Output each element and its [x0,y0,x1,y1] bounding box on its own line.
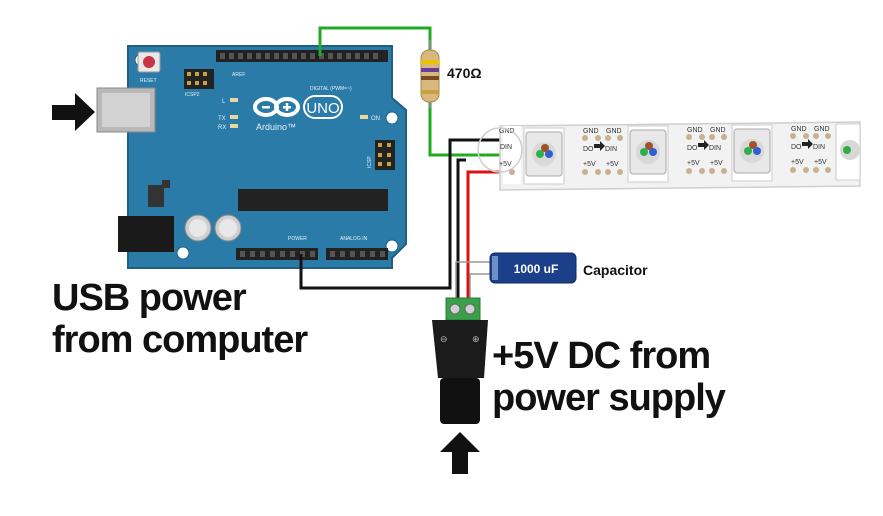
strip-din-label: DIN [709,145,721,152]
black-ground-wire-supply [456,158,466,300]
resistor-label: 470Ω [447,65,482,81]
svg-text:⊖: ⊖ [440,334,448,344]
digital-label: DIGITAL (PWM=~) [310,86,352,92]
strip-gnd-label: GND [687,127,703,134]
strip-do-label: DO [583,146,594,153]
led-strip: GND DIN +5V GND GND DO DIN +5V +5V GND G… [477,121,861,191]
black-ground-wire-arduino [299,138,503,290]
strip-gnd-label: GND [791,126,807,133]
strip-5v-label: +5V [814,159,827,166]
supply-power-label: +5V DC from power supply [492,335,726,421]
power-label: POWER [288,236,307,242]
supply-arrow-icon [440,432,480,474]
red-power-wire [466,170,505,300]
supply-label-line2: power supply [492,377,726,419]
led-pixel [523,127,565,185]
led-pixel [627,125,669,183]
strip-din-label: DIN [605,146,617,153]
green-data-wire [318,26,503,157]
dc-barrel-jack [118,216,174,252]
arrow-right-icon [802,139,813,149]
strip-din-input: DIN [500,144,512,151]
usb-power-label: USB power from computer [52,277,308,363]
supply-label-line1: +5V DC from [492,335,711,377]
strip-gnd-label: GND [583,128,599,135]
uno-logo-text: UNO [306,100,339,117]
led-rx-label: RX [218,125,226,131]
strip-5v-label: +5V [583,161,596,168]
capacitor-label: Capacitor [583,262,648,278]
strip-5v-label: +5V [791,159,804,166]
led-tx-label: TX [218,116,226,122]
led-pixel [835,123,861,181]
arduino-logo: UNO Arduino™ [253,95,343,132]
microcontroller-chip [238,189,388,211]
resistor-470-ohm [420,40,440,108]
strip-gnd-label: GND [814,126,830,133]
strip-do-label: DO [791,144,802,151]
reset-label: RESET [140,78,157,84]
strip-gnd-label: GND [606,128,622,135]
aref-label: AREF [232,72,245,78]
usb-label-line1: USB power [52,277,247,319]
strip-5v-label: +5V [606,161,619,168]
icsp2-label: ICSP2 [185,92,200,98]
arrow-right-icon [698,140,709,150]
svg-text:⊕: ⊕ [472,334,480,344]
led-l-label: L [222,99,226,105]
strip-gnd-input: GND [499,128,515,135]
strip-din-label: DIN [813,144,825,151]
usb-label-line2: from computer [52,319,308,361]
strip-5v-label: +5V [710,160,723,167]
capacitor-value: 1000 uF [514,262,559,276]
capacitor-1000uf: 1000 uF [489,252,577,284]
strip-do-label: DO [687,145,698,152]
dc-power-connector: ⊖ ⊕ [432,297,488,424]
strip-gnd-label: GND [710,127,726,134]
arrow-right-icon [594,141,605,151]
strip-5v-label: +5V [687,160,700,167]
usb-arrow-icon [52,93,95,131]
led-pixel [731,124,773,182]
arduino-uno-board: RESET ICSP2 DIGITAL (PWM=~) AREF L TX RX [96,45,407,269]
arduino-brand-text: Arduino™ [256,122,296,132]
icsp-label: ICSP [367,156,373,168]
analog-label: ANALOG IN [340,236,368,242]
strip-5v-input: +5V [499,161,512,168]
on-label: ON [371,116,380,122]
